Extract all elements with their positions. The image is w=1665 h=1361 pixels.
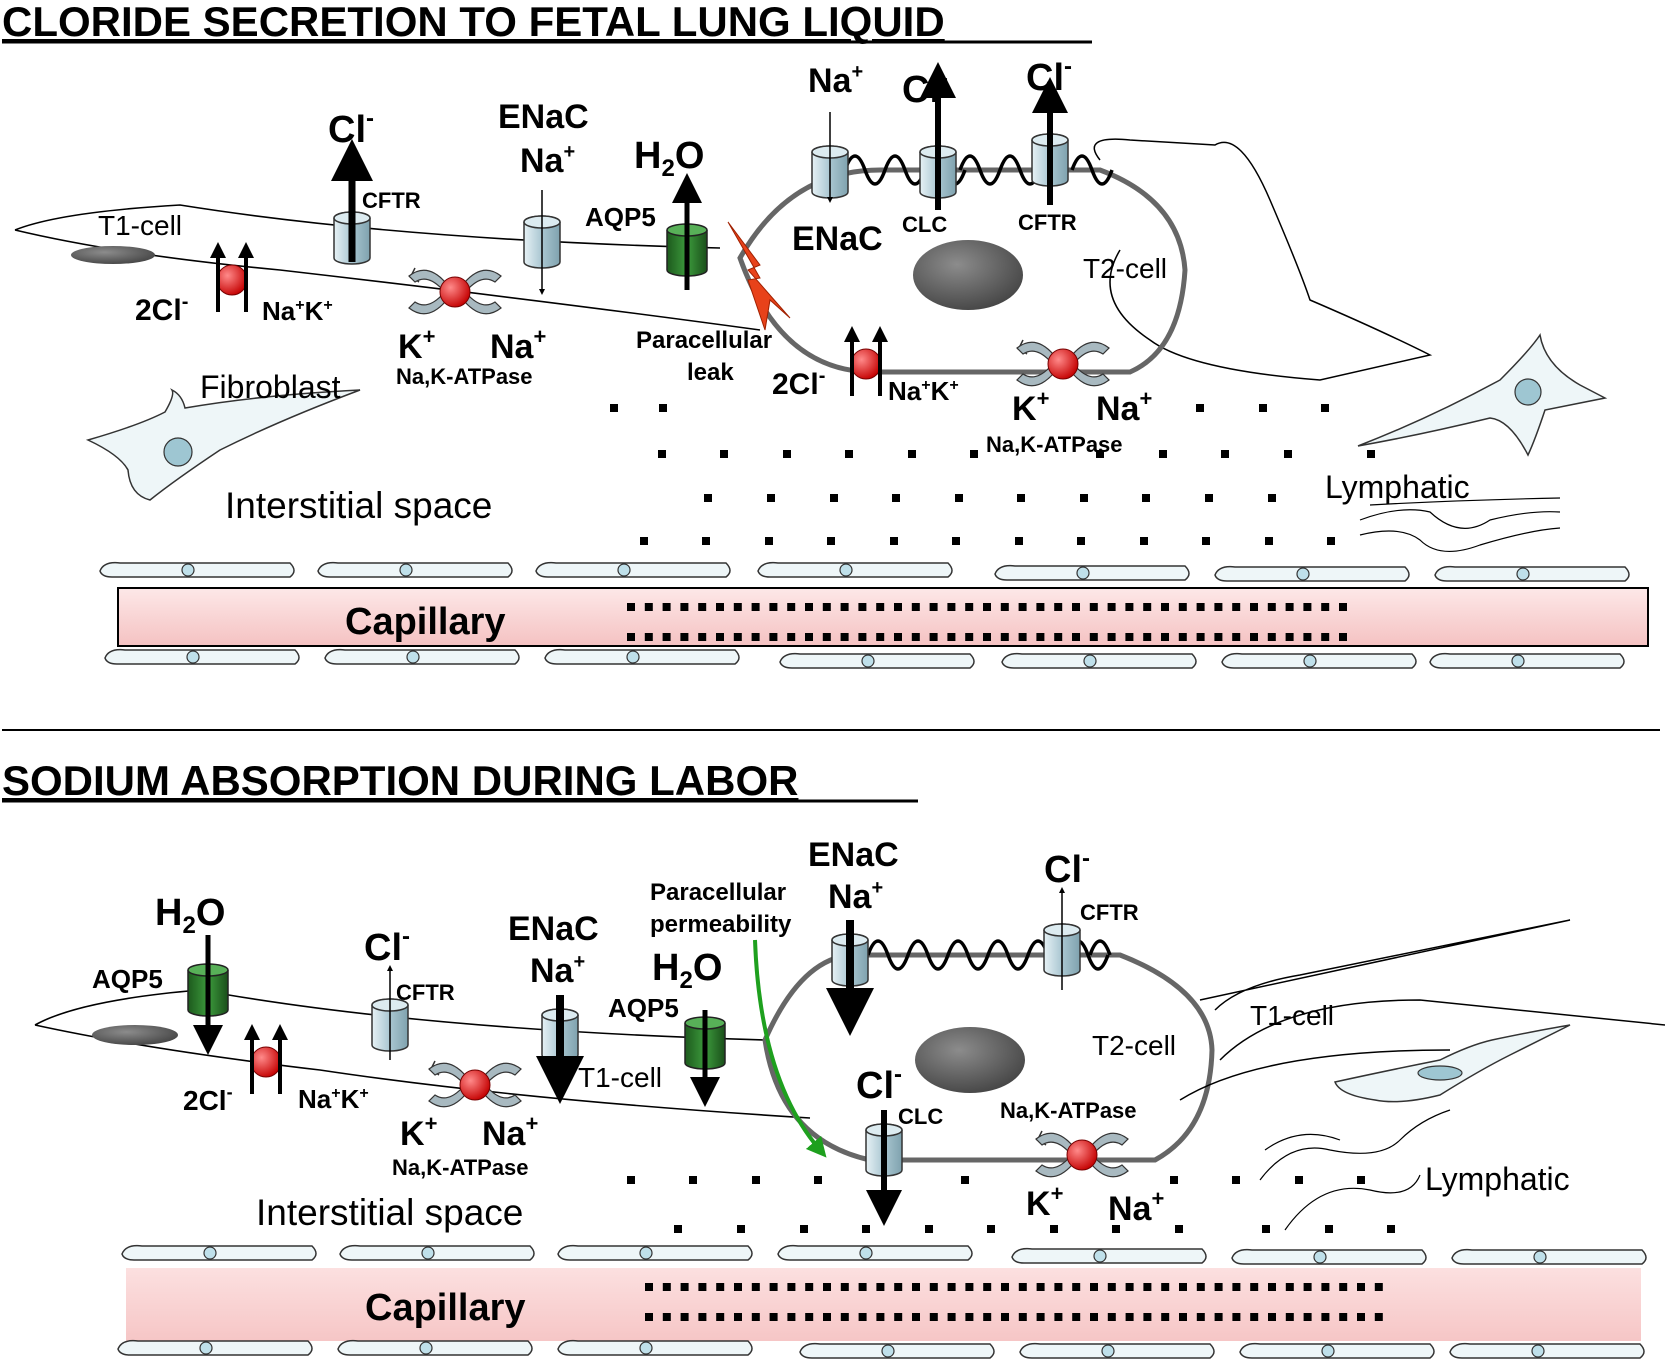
top-cl-cftr-t1-label: Cl-: [328, 105, 374, 151]
bottom-cl-cftr-t1-label: Cl-: [364, 923, 410, 969]
top-fibroblast-label: Fibroblast: [200, 369, 341, 405]
top-capillary-dots: [627, 603, 1347, 641]
top-lymphatic-vessel: [1359, 497, 1561, 553]
top-atpase-t1-label: Na,K-ATPase: [396, 364, 533, 389]
top-clc-label: CLC: [902, 212, 947, 237]
top-enac-t1-label: ENaC: [498, 98, 589, 136]
bottom-cftr-t1-label: CFTR: [396, 980, 455, 1005]
bottom-cl-cftr-t2-label: Cl-: [1044, 845, 1090, 891]
bottom-enac-t1-label: ENaC: [508, 910, 599, 948]
bottom-interstitial-label: Interstitial space: [256, 1192, 523, 1233]
bottom-title: SODIUM ABSORPTION DURING LABOR: [2, 757, 798, 804]
top-cotransporter-t1: [217, 250, 247, 312]
top-h2o-label: H2O: [634, 135, 704, 182]
bottom-na-pump-t2-label: Na+: [1108, 1186, 1164, 1228]
bottom-t2-label: T2-cell: [1092, 1030, 1176, 1061]
bottom-enac-t2-label: ENaC: [808, 836, 899, 874]
bottom-t2-nucleus: [915, 1027, 1025, 1093]
bottom-endothelium-lower: [117, 1339, 1645, 1359]
bottom-t1-nucleus: [92, 1025, 178, 1045]
bottom-na-t2-label: Na+: [828, 877, 883, 916]
bottom-cftr-t2-label: CFTR: [1080, 900, 1139, 925]
top-fibroblast-left: [85, 388, 361, 501]
bottom-cotransporter-t1: [251, 1032, 281, 1094]
bottom-pump-t1: [428, 1060, 522, 1108]
top-endothelium-upper: [99, 561, 1630, 582]
top-panel: CLORIDE SECRETION TO FETAL LUNG LIQUID T…: [2, 0, 1649, 669]
top-paracellular-spark: [727, 221, 791, 331]
top-endothelium-lower: [104, 648, 1625, 669]
top-k-t2-label: K+: [1012, 386, 1049, 428]
bottom-fibroblast: [1333, 1024, 1571, 1103]
bottom-interstitial-dots: [627, 1176, 1395, 1233]
top-cotransporter-t2: [851, 334, 881, 396]
top-leak-label: leak: [687, 359, 734, 386]
bottom-t1-label-left: T1-cell: [578, 1062, 662, 1093]
bottom-2cl-label: 2Cl-: [183, 1082, 233, 1116]
top-lymphatic-label: Lymphatic: [1325, 469, 1470, 505]
top-cftr-t1-label: CFTR: [362, 188, 421, 213]
top-t2-nucleus: [913, 240, 1023, 310]
top-cftr-t2-label: CFTR: [1018, 210, 1077, 235]
bottom-na-t1-label: Na+: [530, 951, 585, 990]
bottom-clc-label: CLC: [898, 1104, 943, 1129]
bottom-nak-label: Na+K+: [298, 1084, 369, 1114]
top-na-t1-label: Na+: [520, 141, 575, 180]
top-fibroblast-right: [1357, 333, 1608, 457]
bottom-t1-label-right: T1-cell: [1250, 1000, 1334, 1031]
bottom-permeability-label: permeability: [650, 911, 792, 938]
bottom-paracellular-arrow: [753, 939, 827, 1158]
top-cl-clc-label: Cl-: [902, 65, 948, 111]
bottom-k-t1-label: K+: [400, 1111, 437, 1153]
bottom-paracellular-label: Paracellular: [650, 879, 786, 906]
top-na-pump-t2-label: Na+: [1096, 386, 1152, 428]
bottom-aqp5-label-left: AQP5: [92, 964, 163, 994]
bottom-h2o-label-right: H2O: [652, 947, 722, 994]
bottom-na-pump-t1-label: Na+: [482, 1111, 538, 1153]
top-cl-cftr-t2-label: Cl-: [1026, 53, 1072, 99]
bottom-capillary-label: Capillary: [365, 1287, 526, 1329]
top-interstitial-label: Interstitial space: [225, 485, 492, 526]
bottom-endothelium-upper: [121, 1244, 1647, 1265]
top-paracellular-label: Paracellular: [636, 327, 772, 354]
bottom-panel: SODIUM ABSORPTION DURING LABOR T1-cell T…: [2, 757, 1665, 1359]
top-t1-extension: [1093, 138, 1433, 381]
bottom-aqp5-label-right: AQP5: [608, 993, 679, 1023]
top-t1-nucleus: [71, 246, 155, 264]
top-na-t2-label: Na+: [808, 61, 863, 100]
bottom-pump-t2: [1035, 1130, 1129, 1178]
top-title: CLORIDE SECRETION TO FETAL LUNG LIQUID: [2, 0, 945, 45]
bottom-cl-clc-label: Cl-: [856, 1061, 902, 1107]
bottom-h2o-label-left: H2O: [155, 892, 225, 939]
top-interstitial-dots: [610, 404, 1375, 545]
top-nak-t2-label: Na+K+: [888, 376, 959, 406]
top-pump-t2: [1016, 339, 1110, 387]
bottom-k-t2-label: K+: [1026, 1181, 1063, 1223]
top-pump-t1: [408, 267, 502, 315]
top-t2-label: T2-cell: [1083, 253, 1167, 284]
bottom-lymphatic-label: Lymphatic: [1425, 1161, 1570, 1197]
top-2cl-t1-label: 2Cl-: [135, 291, 188, 327]
top-capillary-label: Capillary: [345, 601, 506, 643]
bottom-atpase-t2-label: Na,K-ATPase: [1000, 1098, 1137, 1123]
top-enac-t2-label: ENaC: [792, 220, 883, 258]
top-2cl-t2-label: 2Cl-: [772, 365, 825, 401]
top-aqp5-label: AQP5: [585, 202, 656, 232]
bottom-capillary: [126, 1268, 1641, 1341]
bottom-lymphatic-vessel: [1259, 1109, 1451, 1231]
bottom-t1-cell-right: [1179, 919, 1665, 1101]
top-k-t1-label: K+: [398, 324, 435, 366]
bottom-atpase-t1-label: Na,K-ATPase: [392, 1155, 529, 1180]
top-t1-label: T1-cell: [98, 210, 182, 241]
top-nak-t1-label: Na+K+: [262, 296, 333, 326]
bottom-capillary-dots: [645, 1283, 1383, 1321]
top-na-pump-t1-label: Na+: [490, 324, 546, 366]
